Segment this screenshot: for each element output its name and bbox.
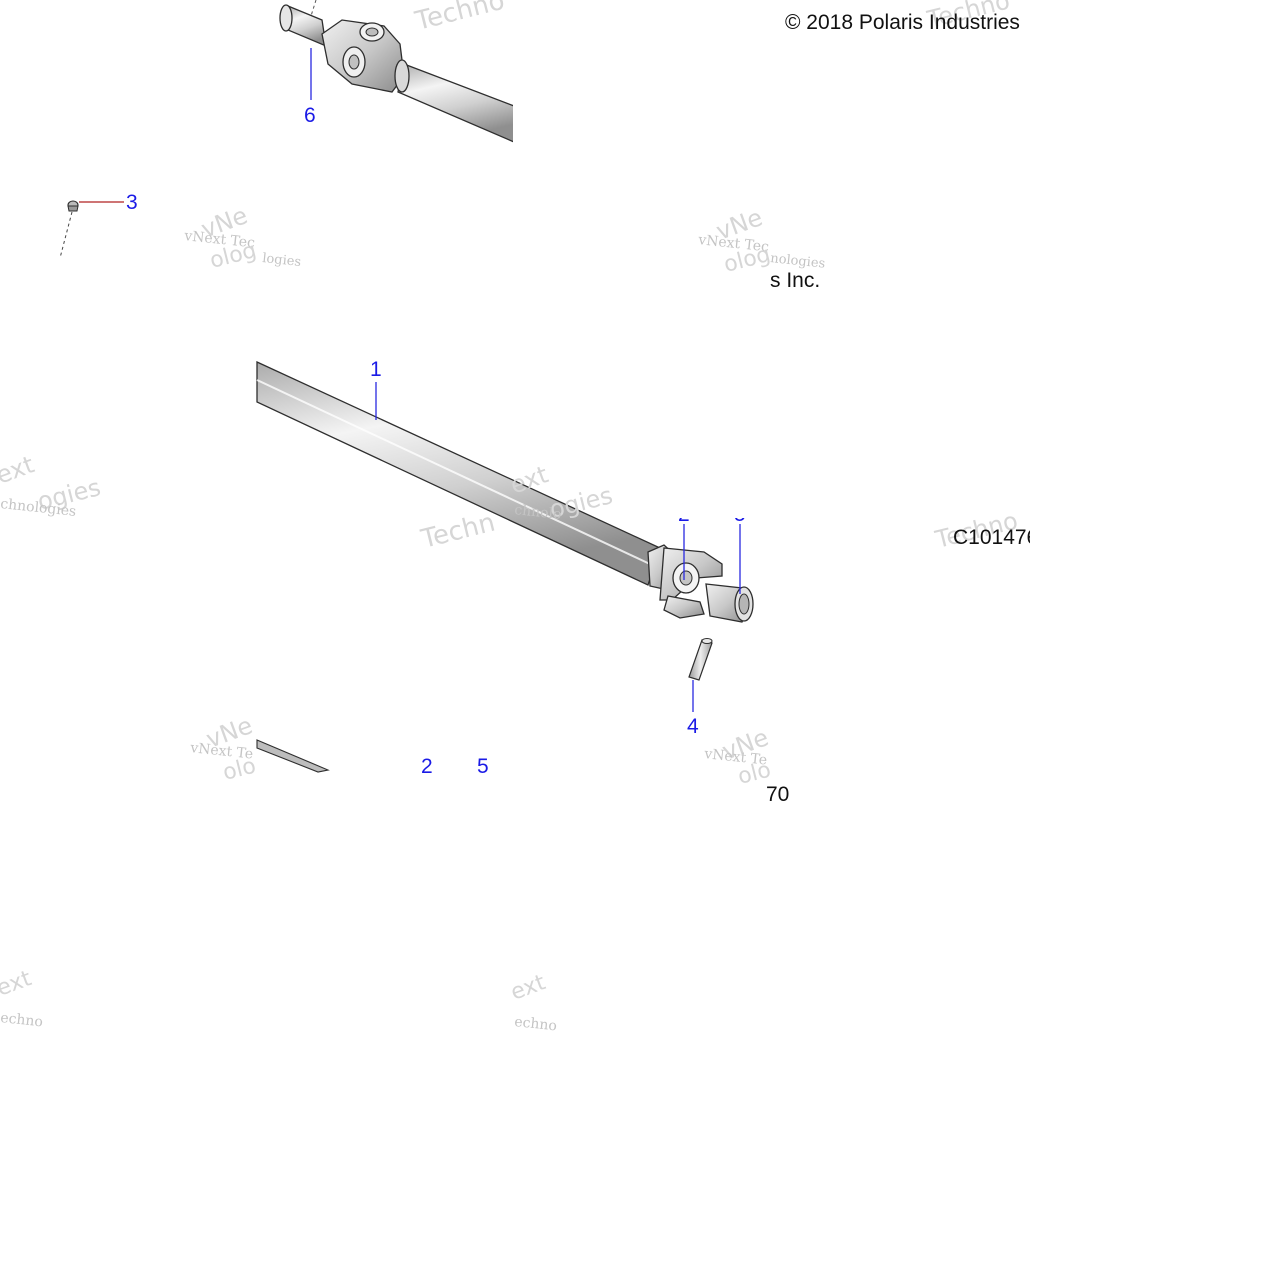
right-clip-mask [1030,0,1285,1285]
svg-text:nologies: nologies [770,251,826,272]
callout-4: 4 [687,715,699,738]
svg-text:chnolo: chnolo [514,502,563,523]
svg-text:chnologies: chnologies [0,496,77,520]
upper-shaft-assembly [279,4,515,146]
callout-1: 1 [370,358,382,381]
svg-text:vNext Te: vNext Te [703,746,768,769]
callout-clip-mask [678,506,758,518]
svg-text:ext: ext [0,450,38,489]
grease-fitting [67,200,79,212]
callout-5-lower: 5 [477,755,489,778]
svg-text:vNext Te: vNext Te [189,740,254,763]
copyright-notice: © 2018 Polaris Industries [785,11,1020,34]
svg-text:vNext Tec: vNext Tec [697,232,770,255]
svg-text:echno: echno [0,1010,44,1030]
callout-6: 6 [304,104,316,127]
svg-text:ext: ext [508,970,550,1006]
svg-text:ext: ext [0,966,35,1002]
svg-text:Techn: Techn [417,508,498,555]
svg-text:logies: logies [262,251,302,270]
svg-text:vNext Tec: vNext Tec [183,228,256,251]
svg-text:Techno: Techno [411,0,507,37]
svg-text:echno: echno [514,1014,558,1034]
callout-3: 3 [126,191,138,214]
diagram-code: C101476 [953,526,1038,549]
svg-text:ext: ext [506,460,551,499]
callout-2-lower: 2 [421,755,433,778]
copyright-fragment: s Inc. [770,269,820,292]
code-fragment: 70 [766,783,789,806]
prop-shaft-main [256,360,754,623]
lower-shaft-fragment [256,739,330,773]
roll-pin [688,638,713,681]
